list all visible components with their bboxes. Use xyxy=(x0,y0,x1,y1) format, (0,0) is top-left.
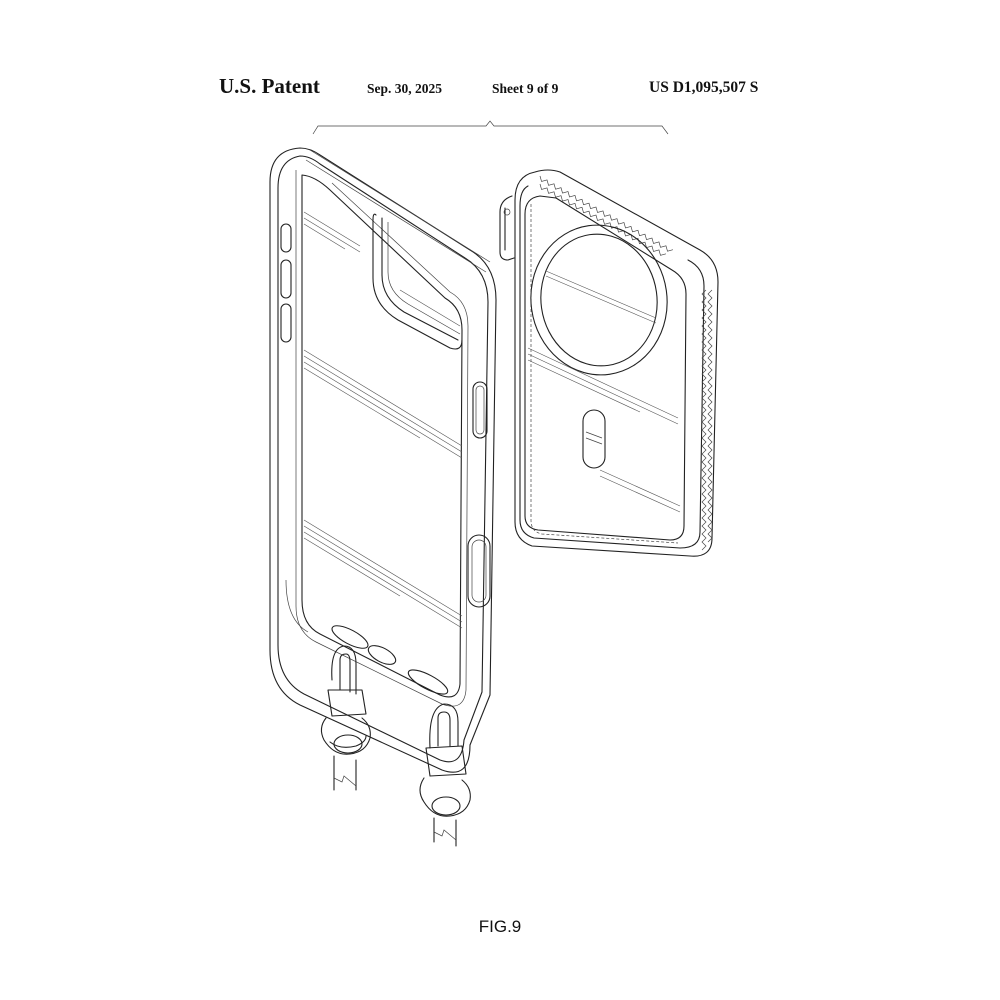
lanyard-clip-right xyxy=(419,703,471,847)
patent-date: Sep. 30, 2025 xyxy=(367,81,443,96)
patent-header: U.S. Patent Sep. 30, 2025 Sheet 9 of 9 U… xyxy=(0,74,1000,104)
patent-title: U.S. Patent xyxy=(219,74,320,98)
power-bank-drawing xyxy=(499,169,719,557)
grouping-bracket xyxy=(312,120,669,135)
patent-number: US D1,095,507 S xyxy=(649,79,759,96)
lanyard-clip-left xyxy=(320,645,371,791)
figure-label: FIG.9 xyxy=(478,917,522,936)
sheet-number: Sheet 9 of 9 xyxy=(492,81,559,96)
phone-case-drawing xyxy=(269,147,497,773)
